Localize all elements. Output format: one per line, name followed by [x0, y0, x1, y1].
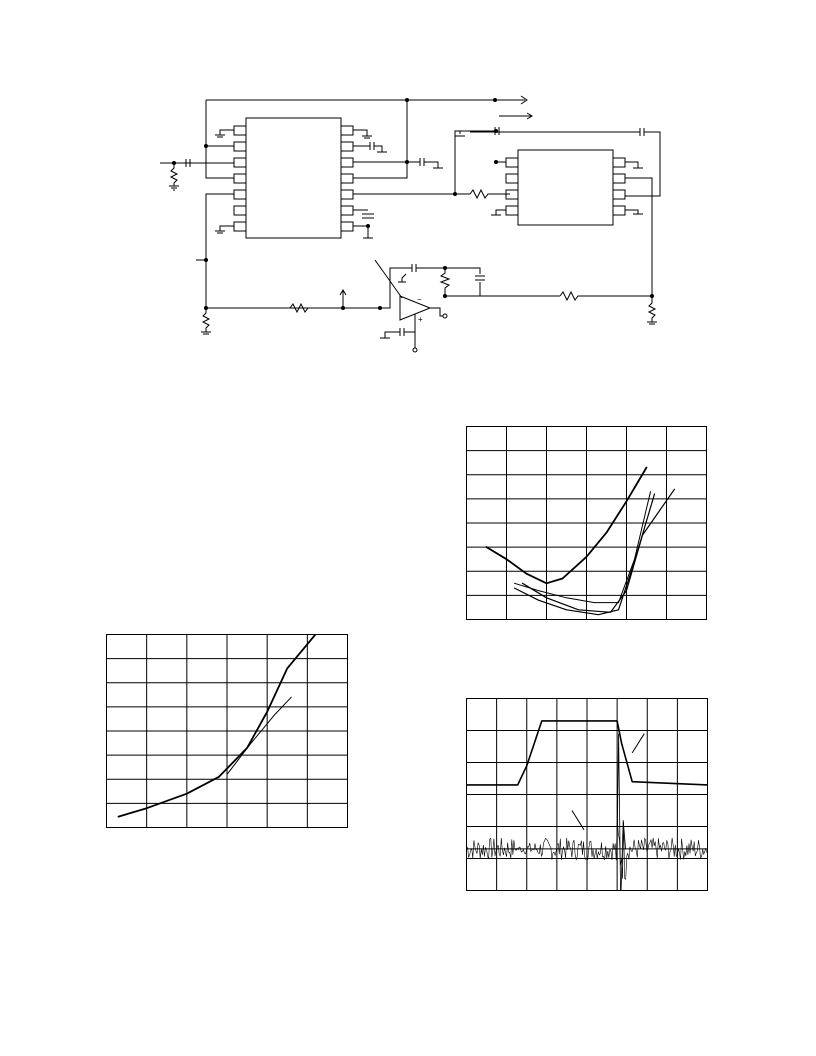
ic-2-right-pins: [612, 157, 626, 216]
chart-2-series-2-line: [226, 696, 292, 775]
ic-2-body: [517, 149, 614, 226]
chart-3-noise-trace: [466, 818, 708, 880]
schematic-svg: − +: [160, 95, 661, 353]
op-amp-plus-sign: +: [418, 315, 423, 324]
chart-1-svg: [466, 426, 707, 620]
chart-1: [466, 426, 707, 620]
circuit-schematic: − +: [140, 88, 670, 358]
chart-1-series-4-line: [521, 488, 676, 613]
chart-3-switching-spike: [616, 733, 626, 891]
ic-1-right-pins: [340, 125, 354, 232]
ic-2-left-pins: [505, 157, 519, 216]
chart-3-scope: [466, 698, 708, 891]
chart-3-svg: [466, 698, 708, 891]
ic-1-left-pins: [233, 125, 247, 232]
chart-2: [106, 634, 348, 828]
chart-3-annotation-arrow-1: [571, 810, 585, 830]
chart-2-svg: [106, 634, 348, 828]
chart-1-series-1-line: [485, 466, 648, 585]
chart-2-series-1-line: [117, 634, 317, 818]
chart-3-series-1-line: [466, 720, 708, 786]
chart-1-series-3-line: [513, 493, 656, 616]
ic-1-body: [245, 117, 342, 239]
chart-3-annotation-arrow-2: [631, 733, 645, 754]
chart-1-series-2-line: [514, 491, 651, 604]
op-amp-minus-sign: −: [417, 295, 422, 304]
